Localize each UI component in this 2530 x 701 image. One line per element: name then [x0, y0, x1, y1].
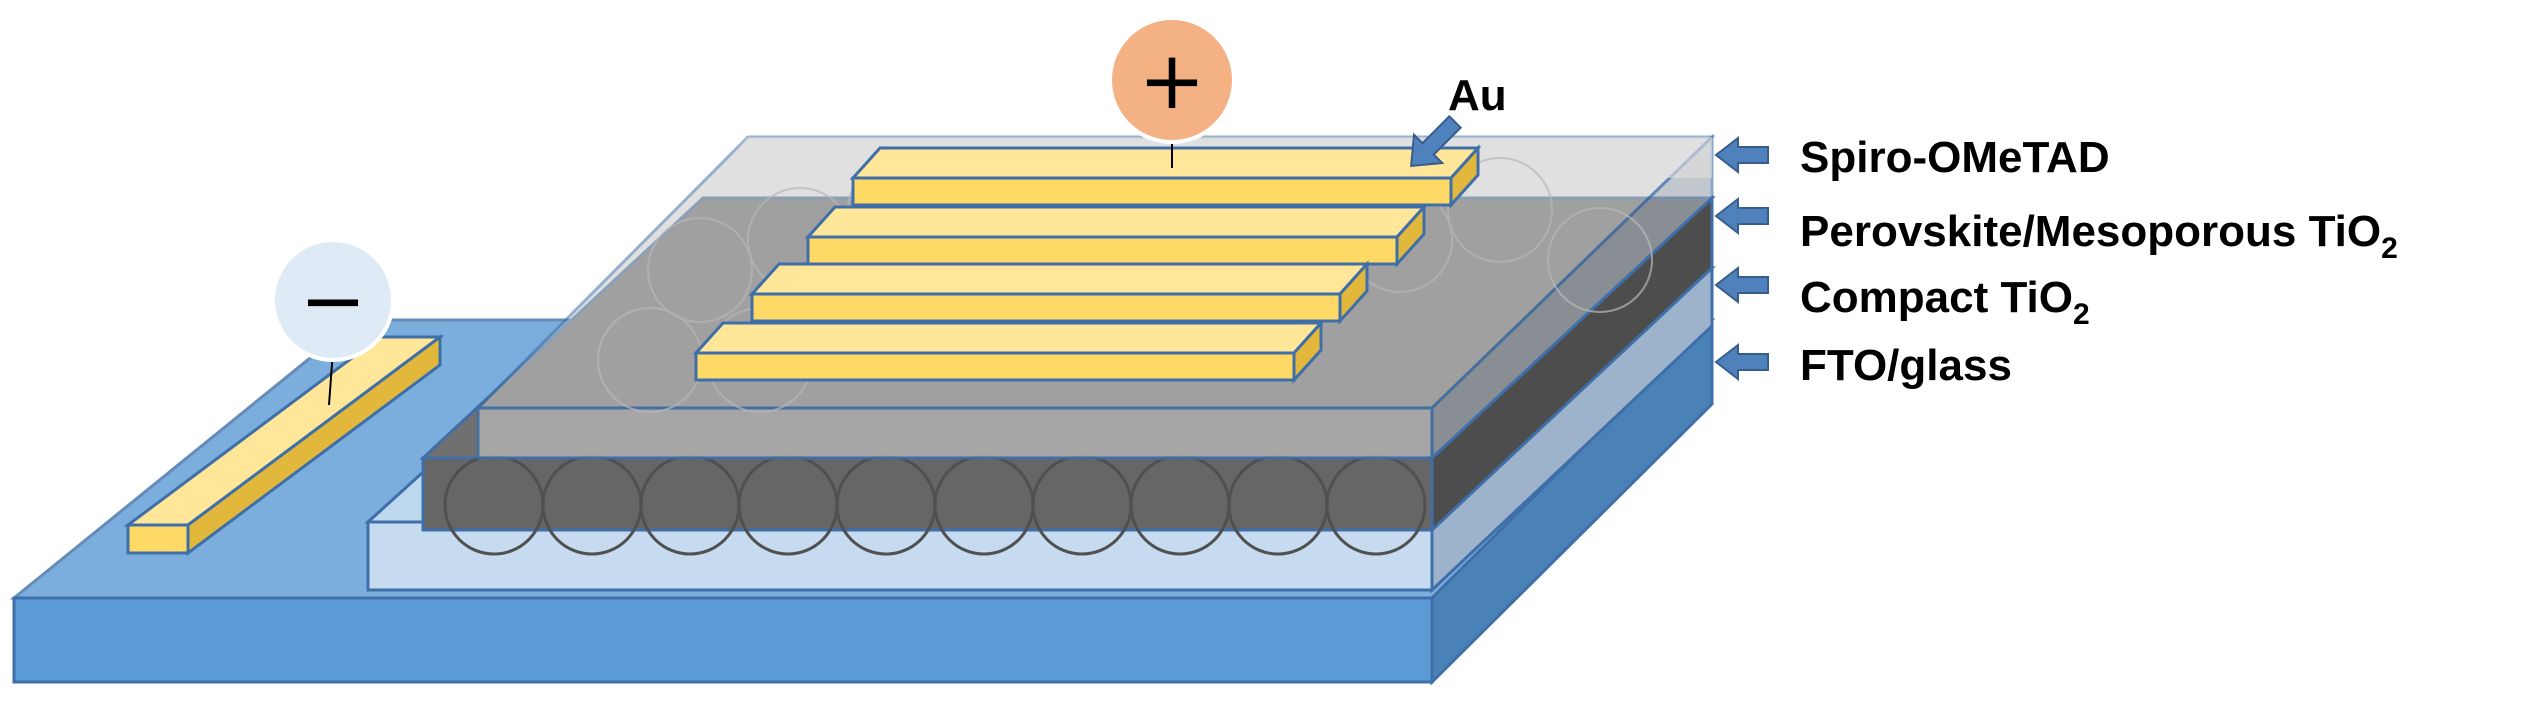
- negative-terminal: −: [271, 238, 395, 406]
- arrow-left-icon: [1714, 135, 1769, 175]
- au-strip: [692, 319, 1325, 384]
- layer-label-compact: Compact TiO2: [1800, 273, 2090, 331]
- arrow-left-icon: [1714, 342, 1769, 382]
- arrow-left-icon: [1714, 196, 1769, 236]
- layer-label-spiro: Spiro-OMeTAD: [1800, 133, 2110, 182]
- arrow-left-icon: [1714, 265, 1769, 305]
- fto-front-face: [12, 596, 1434, 684]
- au-arrow-icon: [1410, 114, 1463, 167]
- layer-labels: Spiro-OMeTAD Perovskite/Mesoporous TiO2 …: [1800, 133, 2398, 390]
- au-callout: Au: [1410, 71, 1507, 167]
- positive-sign: +: [1138, 34, 1205, 127]
- au-strip: [804, 203, 1428, 268]
- positive-terminal: +: [1108, 16, 1236, 168]
- au-strip: [849, 144, 1482, 209]
- spiro-front-face: [476, 406, 1434, 460]
- perovskite-front-face: [421, 456, 1434, 532]
- layer-label-fto: FTO/glass: [1800, 341, 2012, 390]
- compact-front-face: [366, 520, 1434, 592]
- fto-contact-strip: [123, 334, 445, 556]
- layer-arrows: [1714, 135, 1769, 382]
- au-electrodes: [692, 144, 1482, 384]
- negative-sign: −: [299, 254, 366, 347]
- layer-label-perovskite: Perovskite/Mesoporous TiO2: [1800, 207, 2398, 265]
- au-strip: [748, 260, 1371, 325]
- au-label: Au: [1448, 71, 1507, 120]
